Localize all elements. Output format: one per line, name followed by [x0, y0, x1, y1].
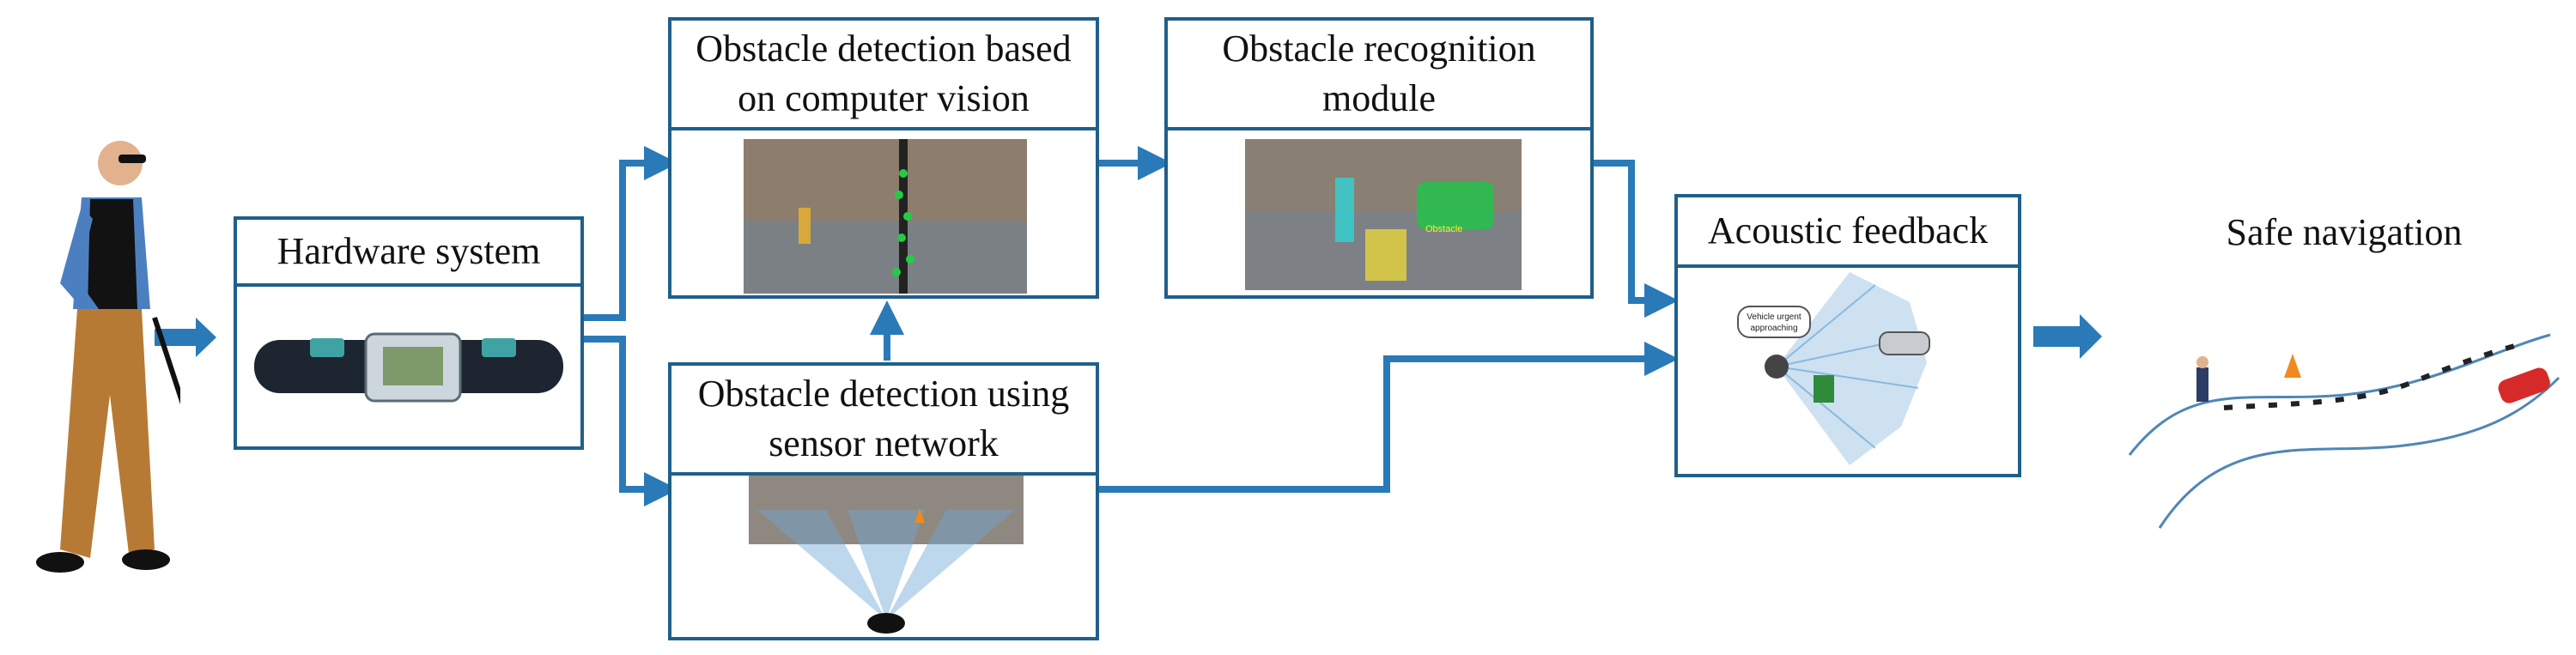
cv-detection-block: Obstacle detection based on computer vis… [668, 17, 1099, 299]
hardware-system-image [237, 287, 580, 446]
block-arrow-acoustic-to-output [2033, 314, 2102, 359]
pedestrian-marker [799, 208, 811, 244]
vest [88, 199, 137, 309]
path-boundary-lower [2158, 376, 2561, 529]
trousers [60, 309, 155, 558]
shoe-left [36, 552, 84, 573]
arrow-hardware-to-cv [584, 146, 678, 321]
red-car-icon [2498, 367, 2550, 403]
speech-bubble [1737, 306, 1811, 338]
detected-car [1417, 182, 1494, 229]
arm [60, 206, 99, 318]
feedback-cone [1777, 272, 1927, 465]
block-arrow-person-to-hardware [155, 318, 216, 357]
recognition-block: Obstacle recognition module Obstacle [1164, 17, 1594, 299]
footstep-trail [2223, 341, 2525, 410]
arrow-hardware-to-sensor [584, 336, 678, 506]
detected-bin [1365, 229, 1406, 281]
recognition-title: Obstacle recognition module [1168, 21, 1590, 130]
street-buildings [744, 139, 1027, 221]
cv-detection-image [671, 130, 1096, 295]
user-head-icon [1765, 355, 1789, 379]
belt-circuit [383, 347, 443, 385]
acoustic-feedback-image: Vehicle urgent approaching [1678, 268, 2018, 474]
traffic-cone-marker [914, 508, 925, 523]
street-road [744, 221, 1027, 294]
person-head [98, 141, 143, 185]
sensor-cone-right [886, 510, 1015, 620]
sunglasses [118, 155, 146, 163]
street-backdrop [749, 476, 1024, 544]
speech-bubble-line1: Vehicle urgent [1747, 312, 1801, 322]
safe-navigation-label: Safe navigation [2226, 211, 2463, 253]
walking-person-icon [2196, 367, 2208, 402]
sensor-belt-icon [867, 613, 905, 634]
speech-bubble-line2: approaching [1750, 324, 1797, 333]
trash-bin-icon [1814, 375, 1834, 403]
hardware-system-title: Hardware system [237, 220, 580, 287]
recognition-image: Obstacle [1168, 130, 1590, 295]
acoustic-feedback-title: Acoustic feedback [1678, 197, 2018, 268]
traffic-cone-icon [2284, 354, 2301, 378]
sensor-detection-block: Obstacle detection using sensor network [668, 362, 1099, 640]
sensor-detection-title: Obstacle detection using sensor network [671, 366, 1096, 476]
sensor-cone-left [757, 510, 886, 620]
sensor-cone-center [848, 510, 925, 620]
arrow-recog-to-acoustic [1594, 160, 1679, 318]
acoustic-feedback-block: Acoustic feedback Vehicle urgent approac [1674, 194, 2021, 477]
recognition-tag: Obstacle [1425, 224, 1462, 234]
arrow-sensor-to-acoustic [1099, 342, 1679, 493]
sensor-detection-image [671, 476, 1096, 637]
belt-sensor-left [310, 338, 344, 357]
blind-person-illustration [36, 141, 180, 573]
white-cane [152, 317, 180, 405]
cv-detection-title: Obstacle detection based on computer vis… [671, 21, 1096, 130]
shoe-right [122, 549, 170, 570]
car-icon [1879, 331, 1930, 355]
hardware-system-block: Hardware system [234, 216, 584, 450]
belt-sensor-right [482, 338, 516, 357]
detected-pedestrian [1335, 178, 1354, 242]
safe-navigation-illustration [2128, 333, 2561, 529]
walking-person-head [2196, 356, 2208, 368]
